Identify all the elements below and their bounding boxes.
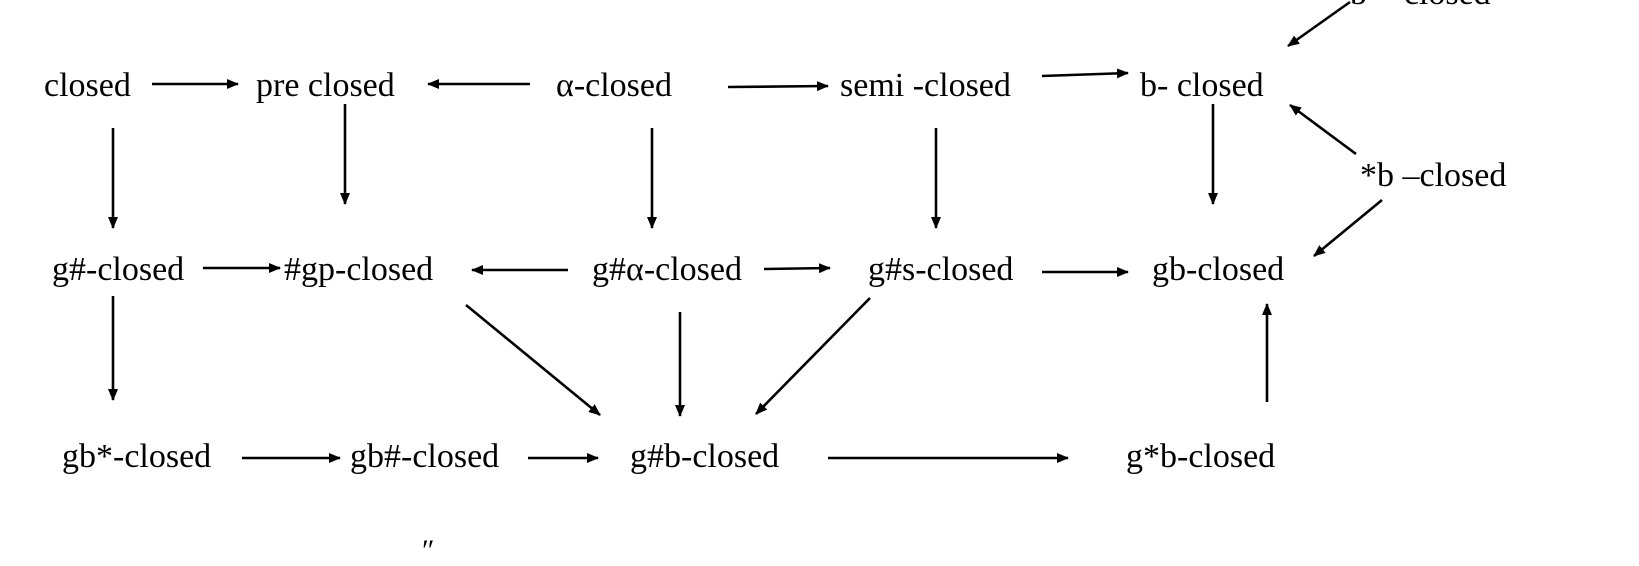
edge-g-sharp-s-closed-to-g-sharp-b-closed xyxy=(755,297,871,415)
node-gb-closed: gb-closed xyxy=(1152,251,1284,288)
edges xyxy=(108,0,1383,463)
node-g-sharp-b-closed: g#b-closed xyxy=(630,438,779,475)
edge-alpha-closed-to-semi-closed xyxy=(727,81,829,92)
node-star-b-closed: *b –closed xyxy=(1360,157,1506,194)
node-sharp-gp-closed: #gp-closed xyxy=(284,251,433,288)
node-g-sharp-alpha-closed: g#α-closed xyxy=(592,251,742,288)
node-g-sharp-closed: g#-closed xyxy=(52,251,184,288)
node-g-sharp-s-closed: g#s-closed xyxy=(868,251,1013,288)
node-pre-closed: pre closed xyxy=(256,67,395,104)
node-gb-star-closed: gb*-closed xyxy=(62,438,211,475)
node-b-star-closed-top: b* -closed xyxy=(1350,0,1491,12)
edge-b-star-closed-to-b-closed xyxy=(1287,0,1351,48)
edge-star-b-closed-to-b-closed xyxy=(1289,103,1357,156)
edge-g-sharp-alpha-closed-to-g-sharp-s-closed xyxy=(763,263,831,274)
node-g-star-b-closed: g*b-closed xyxy=(1126,438,1275,475)
node-alpha-closed: α-closed xyxy=(556,67,672,104)
edge-sharp-gp-closed-to-g-sharp-b-closed xyxy=(465,303,601,417)
edge-star-b-closed-to-gb-closed xyxy=(1313,198,1383,258)
nodes: closed pre closed α-closed semi -closed … xyxy=(44,0,1506,566)
node-semi-closed: semi -closed xyxy=(840,67,1011,104)
node-gb-sharp-closed: gb#-closed xyxy=(350,438,499,475)
node-b-closed: b- closed xyxy=(1140,67,1264,104)
edge-semi-closed-to-b-closed xyxy=(1041,68,1129,79)
node-closed: closed xyxy=(44,67,131,104)
stray-mark: ″ xyxy=(422,534,435,566)
